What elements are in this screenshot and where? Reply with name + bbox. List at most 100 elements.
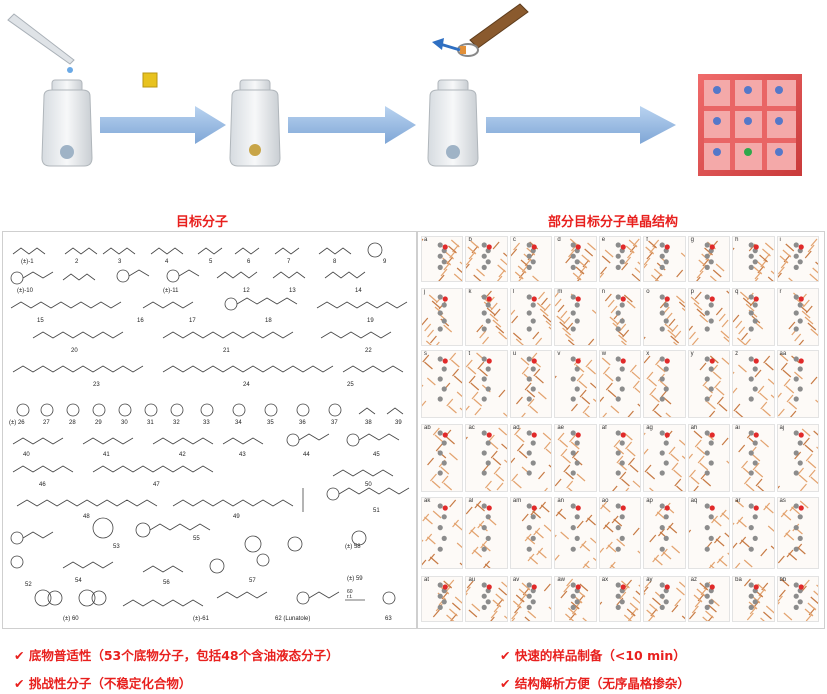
molecule-label: 6 [247, 259, 251, 265]
crystal-lattice-icon [777, 428, 818, 491]
crystal-lattice-icon [466, 500, 497, 568]
crystal-lattice-icon [555, 356, 596, 417]
header-target-molecules: 目标分子 [176, 215, 229, 230]
molecule-label: 15 [37, 318, 44, 324]
tile-label: ah [690, 425, 698, 431]
crystal-lattice-icon [565, 238, 596, 281]
crystal-structure-tile: c [509, 236, 553, 282]
tile-label: z [735, 351, 739, 357]
crystal-lattice-icon [644, 239, 685, 281]
crystal-lattice-icon [521, 501, 552, 565]
molecule-structures [10, 242, 410, 607]
tile-label: aw [557, 577, 565, 583]
molecule-label: 31 [147, 420, 154, 426]
crystal-structure-tile: m [554, 288, 597, 346]
crystal-structure-tile: r [776, 288, 819, 346]
molecule-label: 5 [209, 259, 213, 265]
tile-label: af [601, 425, 607, 431]
crystal-structure-tile: ab [421, 424, 464, 492]
bullet-challenging-molecules: ✔ 挑战性分子（不稳定化合物） [14, 676, 192, 691]
molecule-label: 20 [71, 348, 78, 354]
tile-label: u [512, 351, 517, 357]
tile-label: as [779, 498, 786, 504]
crystal-lattice-icon [599, 356, 641, 417]
molecule-label: 47 [153, 482, 160, 488]
crystal-structure-tile: ay [643, 576, 686, 622]
molecule-label: 32 [173, 420, 180, 426]
molecule-label: (±) 59 [347, 576, 363, 582]
crystal-structure-tile: o [643, 288, 686, 346]
molecule-label: 30 [121, 420, 128, 426]
molecule-label: 46 [39, 482, 46, 488]
crystal-structure-tile: b [465, 236, 508, 282]
molecule-label: 52 [25, 582, 32, 588]
crystal-lattice-icon [555, 503, 596, 568]
tile-label: h [735, 237, 739, 243]
crystal-lattice-icon [510, 291, 552, 345]
molecule-label: 50 [365, 482, 372, 488]
crystal-lattice-icon [599, 579, 641, 621]
crystal-lattice-icon [432, 579, 463, 621]
crystal-structure-tile: ao [598, 497, 642, 569]
crystal-lattice-icon [515, 352, 547, 417]
molecule-label: 17 [189, 318, 196, 324]
crystal-lattice-icon [422, 352, 463, 414]
crystal-lattice-icon [787, 292, 818, 345]
molecule-label: 12 [243, 288, 250, 294]
crystal-lattice-icon [422, 499, 463, 566]
crystal-structure-tile: a [421, 236, 464, 282]
header-crystal-structures: 部分目标分子单晶结构 [548, 215, 679, 230]
molecule-label: (±)-11 [163, 288, 179, 294]
tile-label: az [690, 577, 697, 583]
crystal-structure-tile: al [465, 497, 508, 569]
molecule-label: 2 [75, 259, 79, 265]
tile-label: x [646, 351, 650, 357]
molecules-panel: (±)-1 2 3 4 5 6 7 8 9 (±)-10 (±)-11 12 1… [2, 231, 417, 629]
tile-label: b [468, 237, 472, 243]
crystal-lattice-icon [422, 294, 453, 345]
bullet-fast-preparation: ✔ 快速的样品制备（<10 min） [500, 648, 686, 663]
crystal-structure-tile: as [776, 497, 819, 569]
crystal-structure-tile: ae [554, 424, 597, 492]
crystal-structure-tile: w [598, 350, 642, 418]
molecule-label: (±)-10 [17, 288, 33, 294]
tweezers-icon [457, 3, 529, 57]
crystal-lattice-icon [688, 581, 720, 621]
crystal-structure-tile: v [554, 350, 597, 418]
crystal-lattice-icon [599, 238, 641, 281]
tile-label: c [512, 237, 516, 243]
molecule-label: 55 [193, 536, 200, 542]
tile-label: j [424, 289, 426, 295]
molecule-label: 19 [367, 318, 374, 324]
crystal-structure-tile: d [554, 236, 597, 282]
vial-2-icon [229, 79, 281, 167]
molecule-label: 34 [235, 420, 242, 426]
tile-label: y [690, 351, 694, 357]
molecule-label: (±) 58 [345, 544, 361, 550]
lattice-box-icon [698, 74, 802, 176]
crystal-structure-tile: z [732, 350, 775, 418]
tile-label: i [779, 237, 781, 243]
tile-label: q [735, 289, 739, 295]
molecule-label: 8 [333, 259, 337, 265]
crystal-structure-tile: bb [776, 576, 819, 622]
crystal-lattice-icon [511, 582, 552, 621]
crystal-structure-tile: f [643, 236, 686, 282]
tile-label: ab [424, 425, 431, 431]
molecule-label: 63 [385, 616, 392, 622]
molecule-label: (±) 60 [63, 616, 79, 622]
crystal-structure-tile: k [465, 288, 508, 346]
crystal-lattice-icon [604, 293, 636, 345]
tile-label: g [690, 237, 694, 243]
molecule-label: 9 [383, 259, 387, 265]
molecule-label: 13 [289, 288, 296, 294]
molecule-label: 56 [163, 580, 170, 586]
crystal-structure-tile: l [509, 288, 553, 346]
tile-label: aa [779, 351, 787, 357]
molecule-label: 48 [83, 514, 90, 520]
crystal-structure-tile: i [776, 236, 819, 282]
crystal-structure-tile: ax [598, 576, 642, 622]
crystal-structure-tile: h [732, 236, 775, 282]
tile-label: bb [779, 577, 787, 583]
